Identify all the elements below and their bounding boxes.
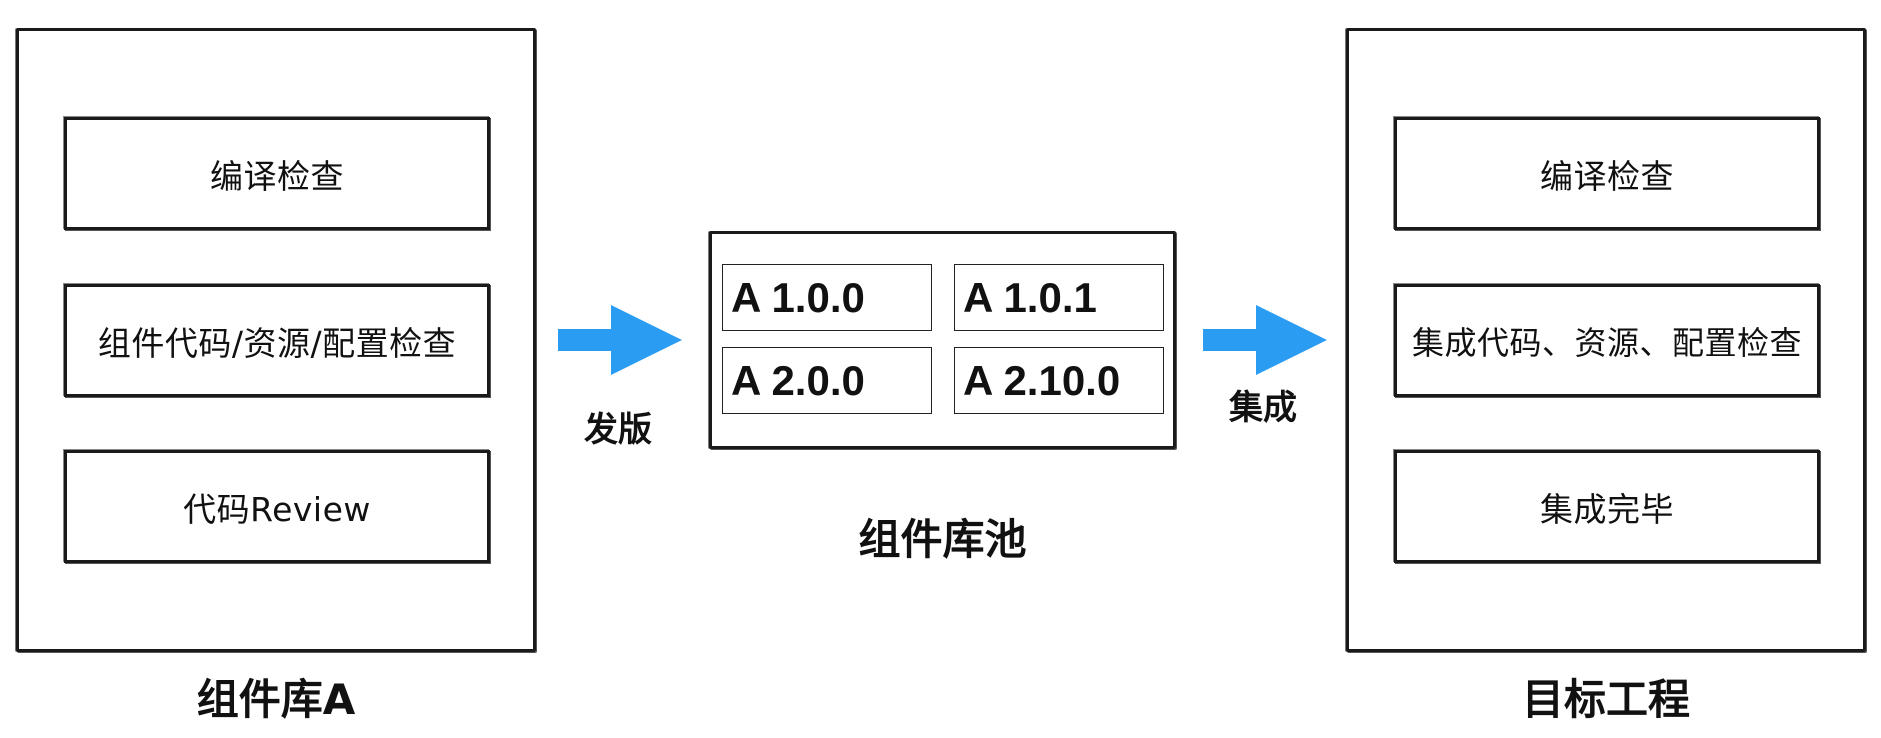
release-label: 发版 xyxy=(584,410,652,450)
left-step-compile-check: 编译检查 xyxy=(64,117,490,230)
right-panel-title: 目标工程 xyxy=(1521,675,1690,724)
left-step-label: 组件代码/资源/配置检查 xyxy=(97,323,457,363)
integrate-label: 集成 xyxy=(1229,388,1297,428)
left-step-code-review: 代码Review xyxy=(64,450,490,563)
arrow-shape xyxy=(558,305,682,375)
right-arrow-icon xyxy=(1203,305,1327,375)
right-step-integration-check: 集成代码、资源、配置检查 xyxy=(1394,284,1820,397)
right-step-integration-done: 集成完毕 xyxy=(1394,450,1820,563)
version-chip: A 1.0.0 xyxy=(722,264,932,331)
pool-title: 组件库池 xyxy=(858,515,1027,564)
component-pool-panel xyxy=(709,231,1176,449)
version-chip: A 2.0.0 xyxy=(722,347,932,414)
right-step-label: 集成代码、资源、配置检查 xyxy=(1411,323,1802,362)
arrow-shape xyxy=(1203,305,1327,375)
left-panel-title: 组件库A xyxy=(196,675,356,724)
left-step-label: 编译检查 xyxy=(210,156,344,196)
version-chip: A 2.10.0 xyxy=(954,347,1164,414)
right-step-label: 编译检查 xyxy=(1540,156,1674,196)
version-chip: A 1.0.1 xyxy=(954,264,1164,331)
component-library-a-panel xyxy=(16,28,536,652)
target-project-panel xyxy=(1346,28,1866,652)
left-step-code-resource-config-check: 组件代码/资源/配置检查 xyxy=(64,284,490,397)
right-step-label: 集成完毕 xyxy=(1540,489,1674,529)
left-step-label: 代码Review xyxy=(183,489,371,529)
right-arrow-icon xyxy=(558,305,682,375)
right-step-compile-check: 编译检查 xyxy=(1394,117,1820,230)
